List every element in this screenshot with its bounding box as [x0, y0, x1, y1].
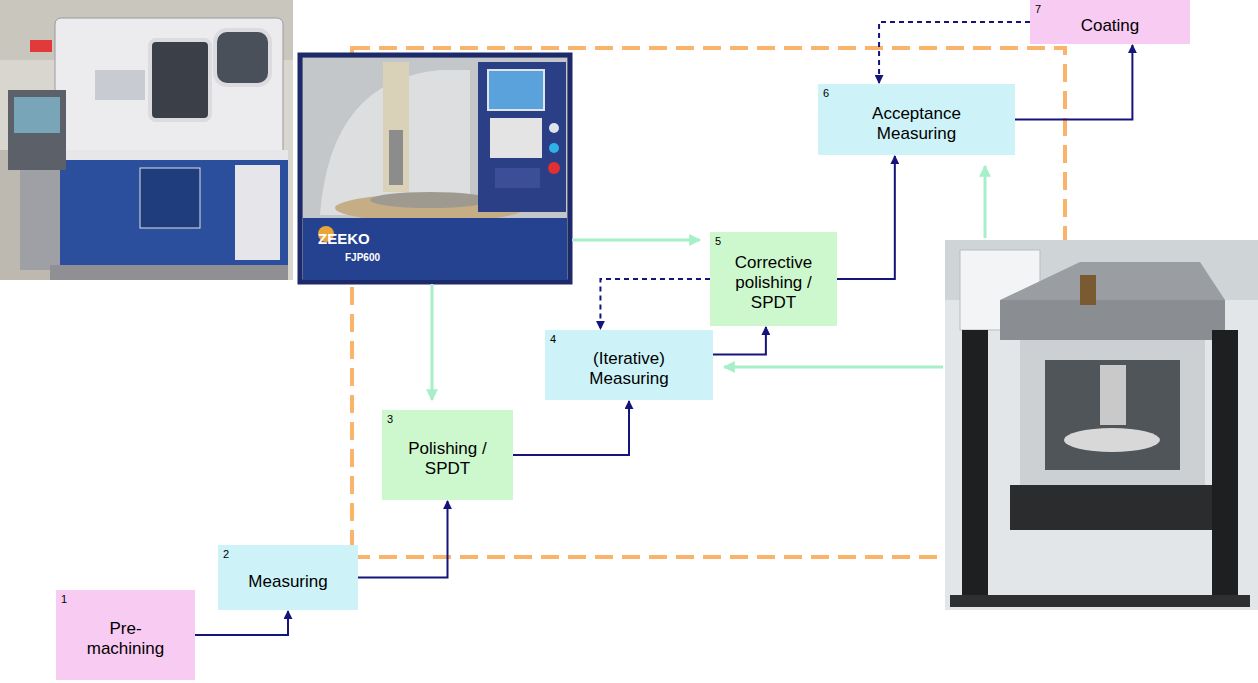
feedback-arrow: [879, 22, 1030, 83]
process-box: 5Corrective polishing / SPDT: [710, 232, 837, 326]
step-label: Corrective polishing / SPDT: [718, 253, 829, 313]
step-number: 2: [223, 548, 229, 560]
step-box-pink: 7Coating: [1030, 0, 1190, 44]
flow-arrow: [837, 156, 895, 279]
machine-brand-text: ZEEKO: [318, 230, 370, 247]
flow-arrow: [358, 501, 448, 578]
measuring-machine-photo: [945, 240, 1258, 610]
flow-arrow: [1015, 45, 1132, 120]
polishing-machine-photo: [300, 55, 570, 282]
machine-arrow: [984, 166, 987, 238]
machine-brand-text: FJP600: [345, 252, 380, 263]
process-box: 3Polishing / SPDT: [382, 410, 513, 500]
step-box-pink: 1Pre- machining: [56, 590, 195, 680]
flow-arrow: [513, 401, 629, 455]
lathe-photo: [0, 0, 293, 280]
process-box: 6Acceptance Measuring: [818, 84, 1015, 155]
machine-arrow: [572, 239, 700, 242]
step-label: Coating: [1081, 16, 1140, 36]
step-label: (Iterative) Measuring: [574, 349, 684, 389]
step-number: 4: [550, 333, 556, 345]
step-label: Pre- machining: [81, 619, 171, 659]
process-box: 4 (Iterative) Measuring: [545, 330, 713, 400]
process-box: 2Measuring: [218, 545, 358, 610]
flow-arrow: [713, 327, 766, 355]
step-number: 6: [823, 87, 829, 99]
feedback-arrow: [600, 279, 710, 329]
machine-arrow: [432, 166, 985, 400]
step-number: 5: [715, 235, 721, 247]
machine-arrow: [724, 366, 943, 369]
step-number: 3: [387, 413, 393, 425]
step-number: 1: [61, 593, 67, 605]
flow-arrow: [195, 611, 288, 635]
step-label: Polishing / SPDT: [390, 439, 505, 479]
machine-arrow: [431, 284, 434, 400]
step-label: Measuring: [248, 572, 327, 592]
step-number: 7: [1035, 3, 1041, 15]
step-label: Acceptance Measuring: [857, 104, 977, 144]
